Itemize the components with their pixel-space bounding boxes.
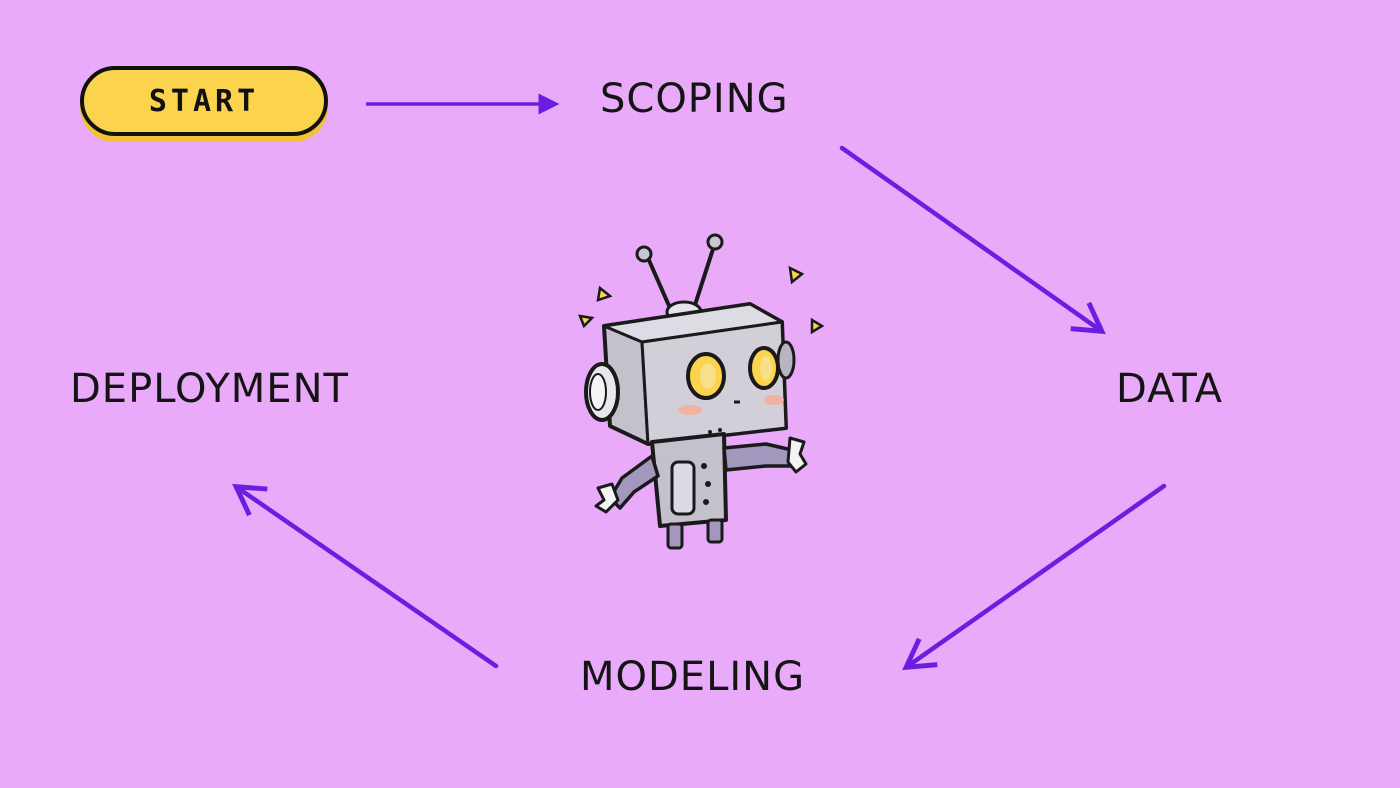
arrow-scoping-to-data	[839, 145, 1106, 335]
stage-scoping: SCOPING	[600, 76, 789, 122]
arrow-modeling-to-deployment	[232, 483, 499, 669]
start-button-label: START	[148, 83, 260, 119]
stage-data: DATA	[1116, 366, 1224, 412]
stage-modeling: MODELING	[580, 654, 806, 700]
stage-deployment: DEPLOYMENT	[70, 366, 349, 412]
robot-icon	[578, 233, 825, 550]
arrow-data-to-modeling	[902, 483, 1167, 671]
start-button[interactable]: START	[80, 66, 328, 136]
